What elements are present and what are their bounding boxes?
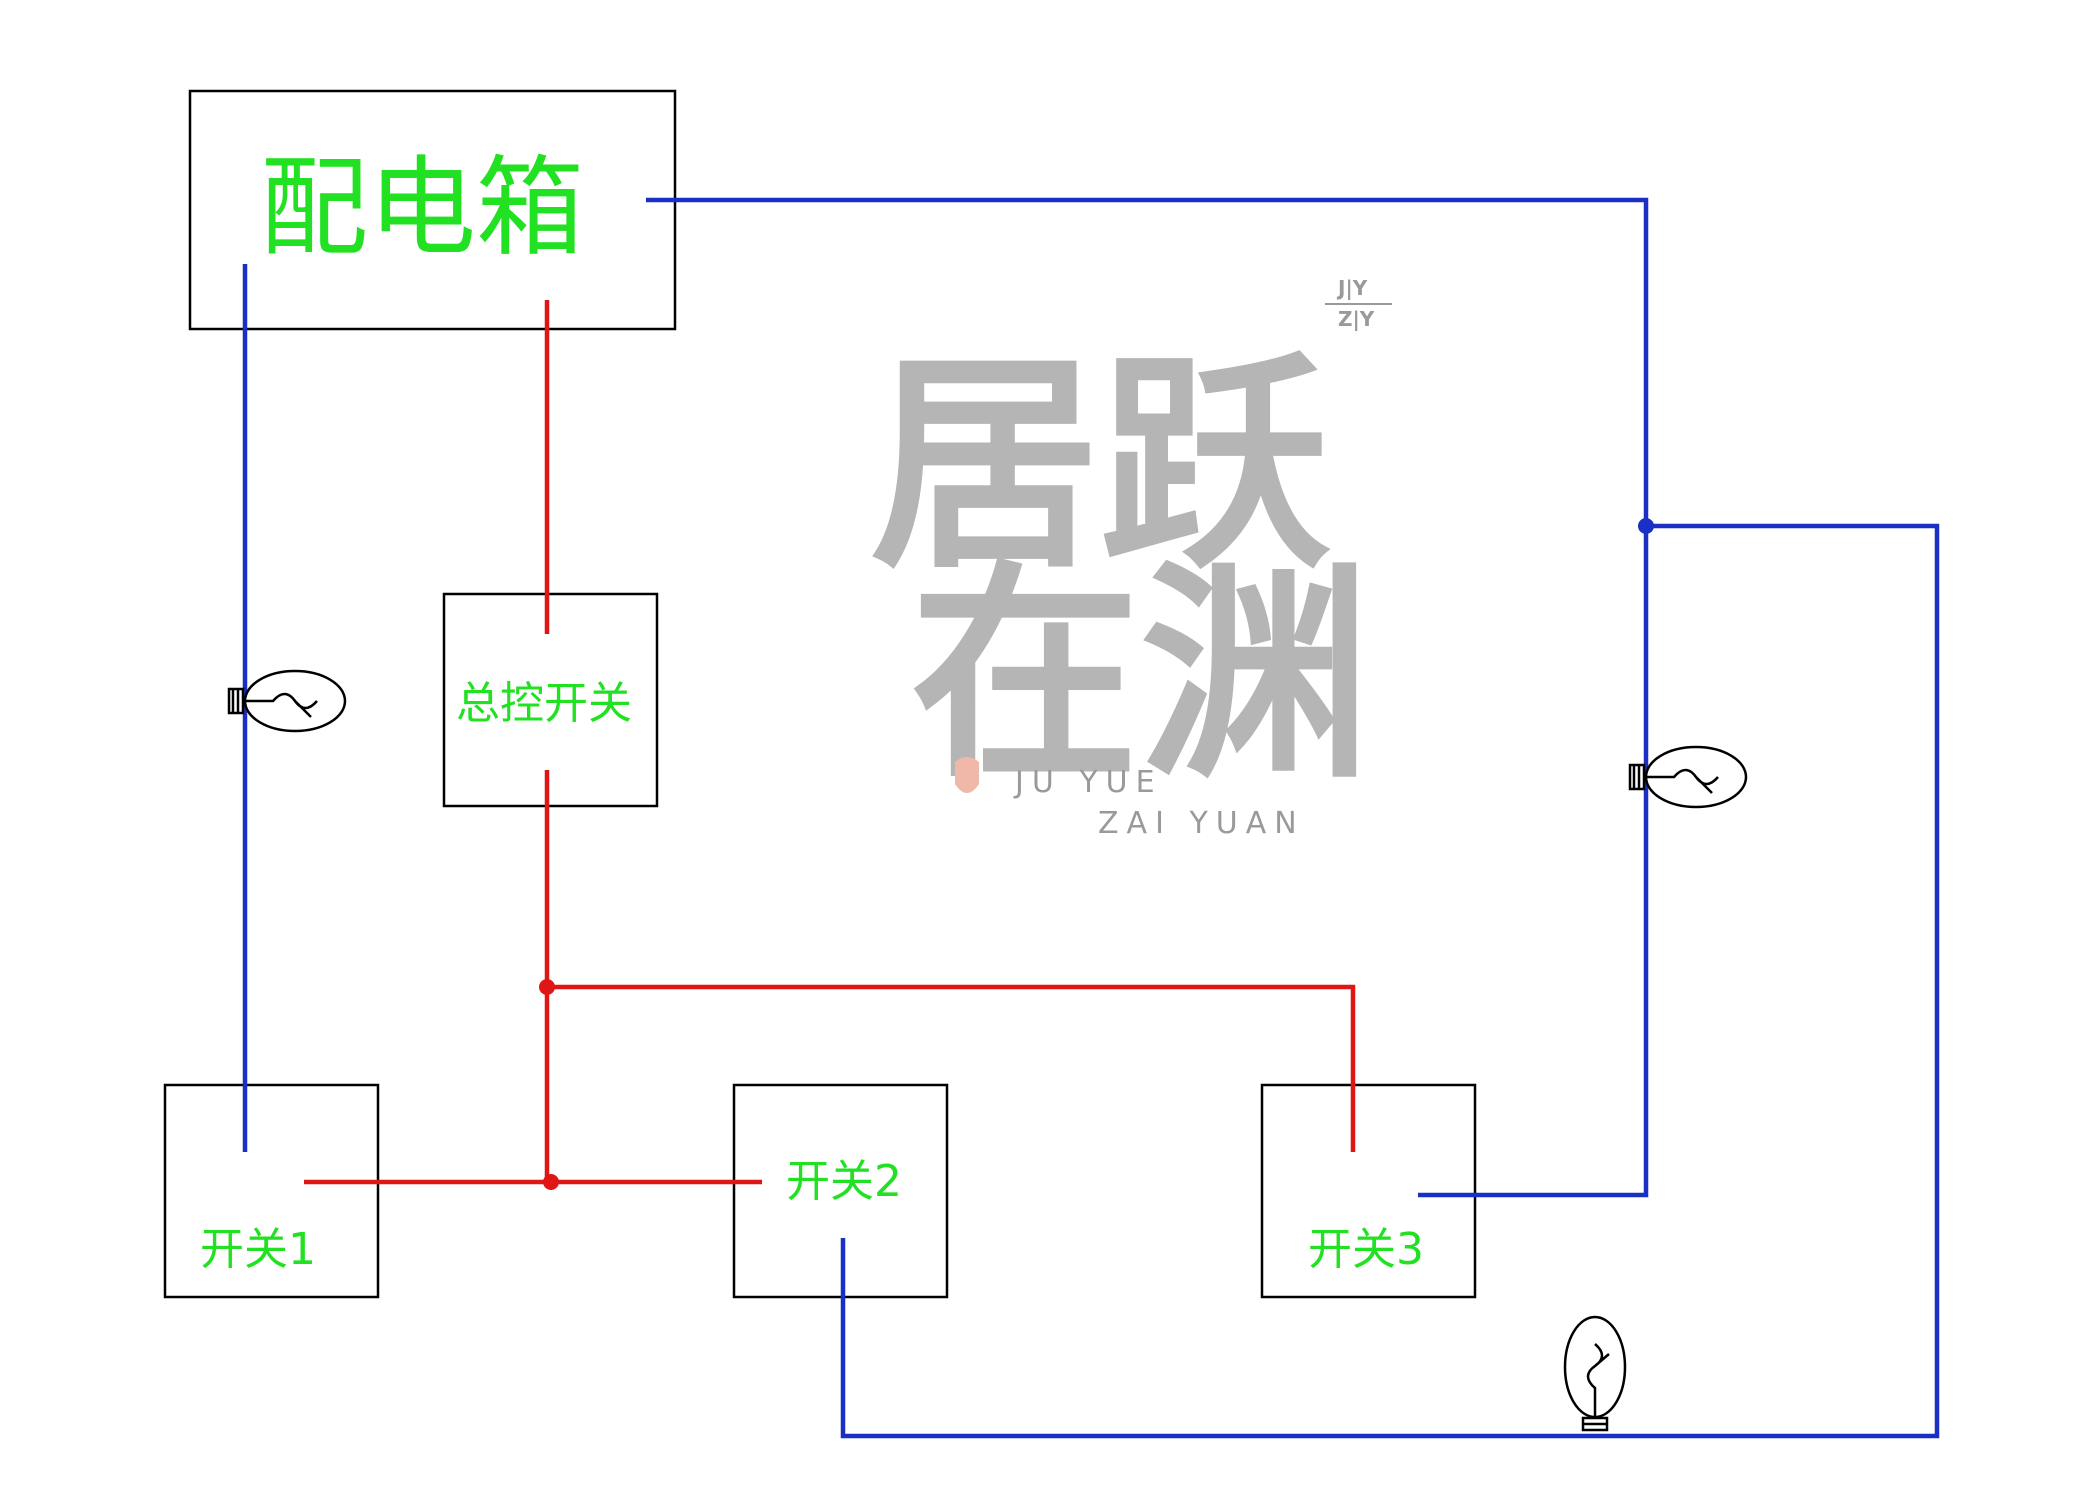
watermark-monogram-top: J|Y (1336, 276, 1368, 300)
watermark-pinyin-line-2: ZAI YUAN (1098, 806, 1305, 841)
live-junction-lower (543, 1174, 559, 1190)
live-junction-upper (539, 979, 555, 995)
switch-2-label: 开关2 (786, 1156, 902, 1207)
switch-2-box (732, 1083, 949, 1299)
light-bulb-icon (1628, 745, 1748, 809)
watermark-chinese-line-2: 在渊 (910, 540, 1370, 810)
watermark: 居跃 在渊 JU YUE ZAI YUAN J|Y Z|Y (870, 276, 1392, 841)
switch-1-box (163, 1083, 380, 1299)
neutral-wire-right-loop (840, 523, 1940, 1439)
master-switch-box (442, 592, 659, 808)
watermark-pinyin-line-1: JU YUE (1013, 765, 1163, 800)
light-bulb-icon (227, 669, 347, 733)
switch-3-label: 开关3 (1308, 1224, 1424, 1275)
light-bulb-icon (1563, 1315, 1627, 1432)
switch-3-box (1260, 1083, 1477, 1299)
distribution-box-label: 配电箱 (260, 146, 584, 271)
live-wire-to-switch-3 (547, 984, 1356, 1152)
distribution-box (188, 89, 677, 331)
neutral-wire-top (646, 197, 1649, 1198)
master-switch-label: 总控开关 (456, 678, 632, 729)
watermark-logo-icon (955, 757, 979, 793)
watermark-chinese-line-1: 居跃 (870, 330, 1331, 600)
neutral-junction-node (1638, 518, 1654, 534)
switch-1-label: 开关1 (200, 1224, 316, 1275)
watermark-monogram-bottom: Z|Y (1338, 307, 1375, 331)
